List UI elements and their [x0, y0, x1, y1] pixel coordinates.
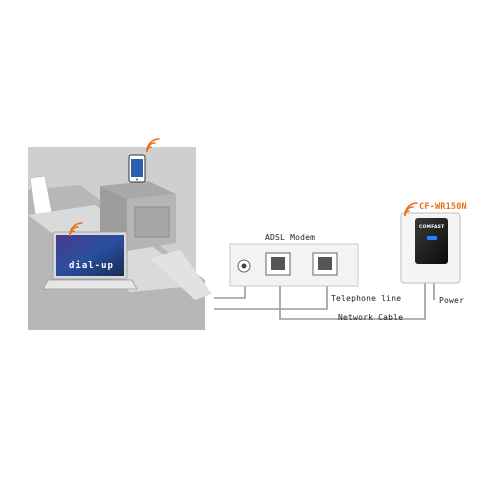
repeater-brand-label: COMFAST: [419, 225, 445, 230]
wifi-icon: [146, 138, 160, 152]
modem-label: ADSL Modem: [265, 233, 316, 242]
laptop-icon: [42, 231, 138, 290]
repeater-model-label: CF-WR150N: [419, 202, 467, 212]
telephone-line-label: Telephone line: [331, 294, 402, 303]
power-label: Power: [439, 296, 465, 305]
repeater-icon: [415, 218, 448, 264]
phone-icon: [128, 154, 146, 183]
wifi-icon: [404, 202, 418, 216]
modem-icon: [229, 243, 359, 287]
laptop-screen-text: dial-up: [69, 261, 114, 271]
wifi-icon: [69, 222, 83, 236]
network-cable-label: Network Cable: [338, 313, 404, 322]
